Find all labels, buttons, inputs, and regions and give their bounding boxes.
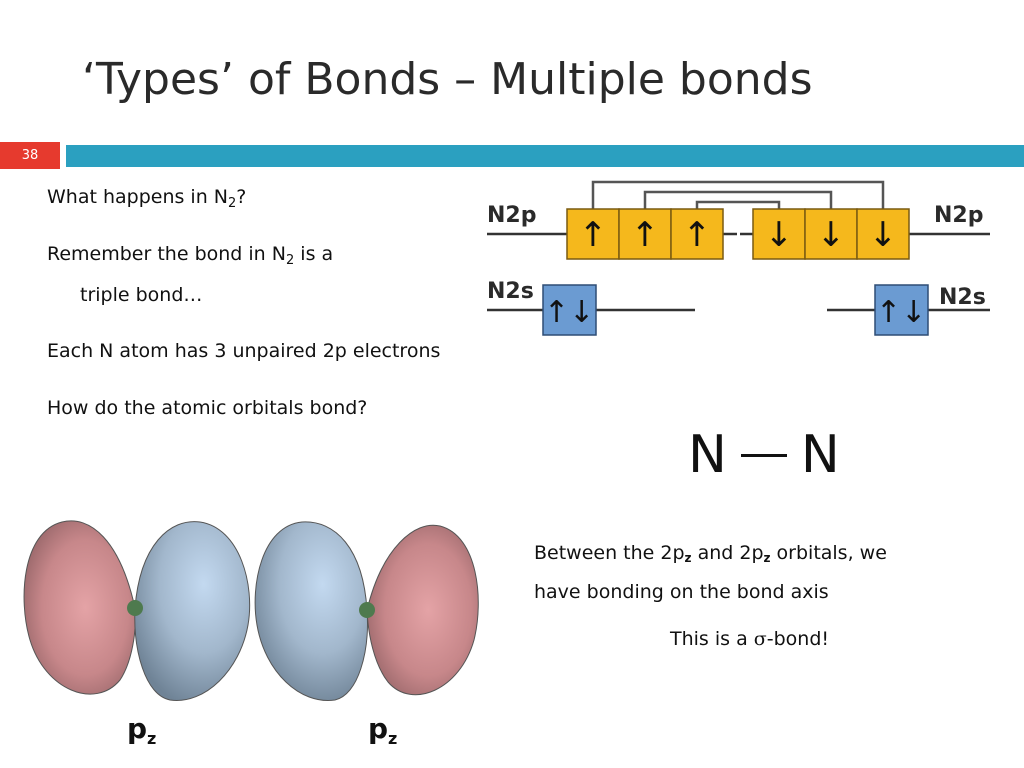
question-n2: What happens in N2? [47, 186, 247, 211]
bonding-explanation: Between the 2pz and 2pz orbitals, we hav… [534, 542, 887, 603]
right-2p-label: N2p [934, 203, 983, 228]
slide-number: 38 [0, 142, 60, 169]
down-arrow-icon: ↓ [765, 215, 794, 255]
bond-line [740, 453, 787, 457]
unpaired-electrons-text: Each N atom has 3 unpaired 2p electrons [47, 340, 441, 362]
sigma-bond-note: This is a σ-bond! [670, 628, 830, 650]
up-arrow-icon: ↑ [579, 215, 608, 255]
p-orbital-left [23, 520, 251, 701]
pz-label-left: pz [127, 712, 157, 748]
right-2p-boxes [752, 208, 910, 260]
p-orbital-right [254, 521, 479, 701]
right-2s-label: N2s [939, 285, 986, 310]
energy-levels [487, 232, 990, 312]
right-2s-box [874, 284, 929, 336]
pz-label-right: pz [368, 712, 398, 748]
left-2p-boxes [566, 208, 724, 260]
orbital-question: How do the atomic orbitals bond? [47, 397, 368, 419]
left-2s-box [542, 284, 597, 336]
slide-title: ‘Types’ of Bonds – Multiple bonds [82, 54, 813, 105]
triple-bond-remark-cont: triple bond… [80, 284, 203, 306]
paired-arrows-icon: ↑↓ [544, 295, 594, 330]
pairing-brackets [591, 180, 885, 209]
down-arrow-icon: ↓ [817, 215, 846, 255]
title-divider-bar [66, 145, 1024, 167]
up-arrow-icon: ↑ [631, 215, 660, 255]
left-2s-label: N2s [487, 279, 534, 304]
left-2p-label: N2p [487, 203, 536, 228]
paired-arrows-icon: ↑↓ [876, 295, 926, 330]
triple-bond-remark: Remember the bond in N2 is a [47, 243, 334, 268]
down-arrow-icon: ↓ [869, 215, 898, 255]
up-arrow-icon: ↑ [683, 215, 712, 255]
